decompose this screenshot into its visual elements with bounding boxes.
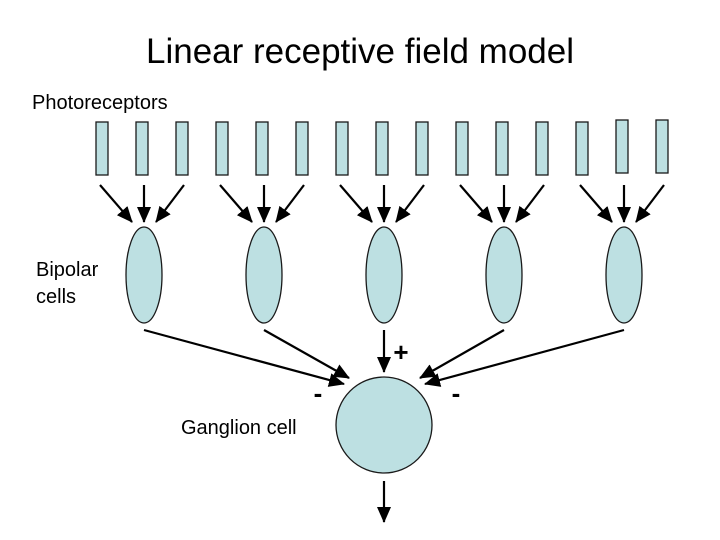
photoreceptor (615, 119, 629, 174)
ganglion-cell (335, 376, 433, 474)
photoreceptor-to-bipolar-arrow (219, 184, 253, 223)
photoreceptor-to-bipolar-arrow (459, 184, 493, 223)
photoreceptor-to-bipolar-arrow (99, 184, 133, 223)
sign-left-minus: - (314, 378, 323, 408)
photoreceptor (135, 121, 149, 176)
photoreceptor (535, 121, 549, 176)
photoreceptor (655, 119, 669, 174)
photoreceptor (575, 121, 589, 176)
photoreceptor-to-bipolar-arrow (395, 184, 425, 223)
bipolar-layer (125, 226, 643, 324)
photoreceptor (255, 121, 269, 176)
photoreceptor-to-bipolar-arrow (579, 184, 613, 223)
photoreceptor-to-bipolar-arrow (155, 184, 185, 223)
photoreceptor (375, 121, 389, 176)
bipolar-to-ganglion-arrow (143, 328, 345, 387)
diagram-title: Linear receptive field model (146, 32, 574, 71)
photoreceptor (335, 121, 349, 176)
photoreceptor (455, 121, 469, 176)
bipolar-cell (485, 226, 523, 324)
bipolar-to-ganglion-arrow (263, 329, 350, 379)
photoreceptor (495, 121, 509, 176)
photoreceptor (175, 121, 189, 176)
photoreceptor-to-bipolar-arrow (635, 184, 665, 223)
photoreceptor (415, 121, 429, 176)
photoreceptor-layer (95, 119, 669, 176)
bipolar-arrows (143, 328, 625, 387)
bipolar-cell (365, 226, 403, 324)
bipolar-label-line2: cells (36, 286, 76, 308)
bipolar-to-ganglion-arrow (424, 328, 625, 387)
photoreceptor-to-bipolar-arrow (275, 184, 305, 223)
photoreceptor-to-bipolar-arrow (515, 184, 545, 223)
photoreceptor (215, 121, 229, 176)
ganglion-label: Ganglion cell (181, 417, 297, 439)
photoreceptor-arrows (99, 184, 665, 223)
photoreceptors-label: Photoreceptors (32, 92, 168, 114)
photoreceptor (295, 121, 309, 176)
bipolar-to-ganglion-arrow (419, 329, 505, 379)
bipolar-cell (245, 226, 283, 324)
bipolar-cell (605, 226, 643, 324)
photoreceptor (95, 121, 109, 176)
sign-center-plus: + (393, 337, 408, 367)
sign-right-minus: - (452, 378, 461, 408)
bipolar-cell (125, 226, 163, 324)
photoreceptor-to-bipolar-arrow (339, 184, 373, 223)
bipolar-label-line1: Bipolar (36, 259, 99, 281)
